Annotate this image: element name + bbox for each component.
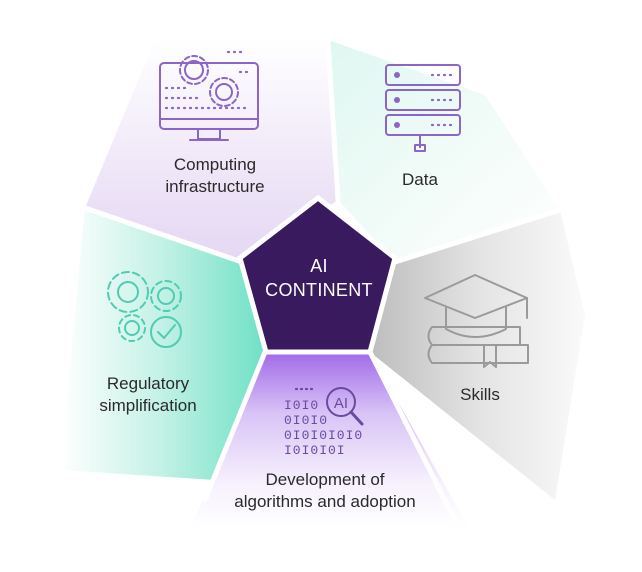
label-computing-line2: infrastructure: [165, 177, 265, 196]
ai-binary-magnifier-icon: I0I0 0I0I0 0I0I0I0I0 I0I0I0I AI: [284, 387, 364, 458]
graduation-cap-books-icon: [424, 274, 529, 368]
label-data-line1: Data: [402, 170, 438, 189]
center-pentagon: [237, 194, 398, 355]
label-skills-line1: Skills: [460, 385, 500, 404]
segment-skills: [370, 210, 585, 500]
label-development-line2: algorithms and adoption: [234, 492, 416, 511]
label-development: Development of algorithms and adoption: [215, 469, 435, 513]
segment-computing: [85, 40, 338, 262]
monitor-gears-icon: [159, 50, 259, 141]
gears-checkmark-icon: [107, 271, 182, 348]
segment-development: [190, 352, 470, 530]
center-title: AI CONTINENT: [262, 254, 376, 302]
label-regulatory-line2: simplification: [99, 396, 197, 415]
segment-dividers: [82, 37, 563, 523]
label-computing: Computing infrastructure: [145, 154, 285, 198]
label-data: Data: [380, 169, 460, 191]
label-development-line1: Development of: [265, 470, 385, 489]
svg-text:0I0I0: 0I0I0: [284, 413, 328, 428]
center-title-line2: CONTINENT: [265, 280, 373, 300]
label-regulatory: Regulatory simplification: [78, 373, 218, 417]
label-regulatory-line1: Regulatory: [106, 374, 190, 393]
server-rack-icon: [385, 64, 461, 152]
svg-text:I0I0I0I: I0I0I0I: [284, 443, 346, 458]
svg-text:0I0I0I0I0: 0I0I0I0I0: [284, 428, 363, 443]
svg-text:AI: AI: [334, 395, 348, 412]
label-skills: Skills: [440, 384, 520, 406]
center-title-line1: AI: [310, 256, 328, 276]
segment-regulatory: [60, 208, 265, 480]
label-computing-line1: Computing: [173, 155, 257, 174]
svg-text:I0I0: I0I0: [284, 398, 319, 413]
